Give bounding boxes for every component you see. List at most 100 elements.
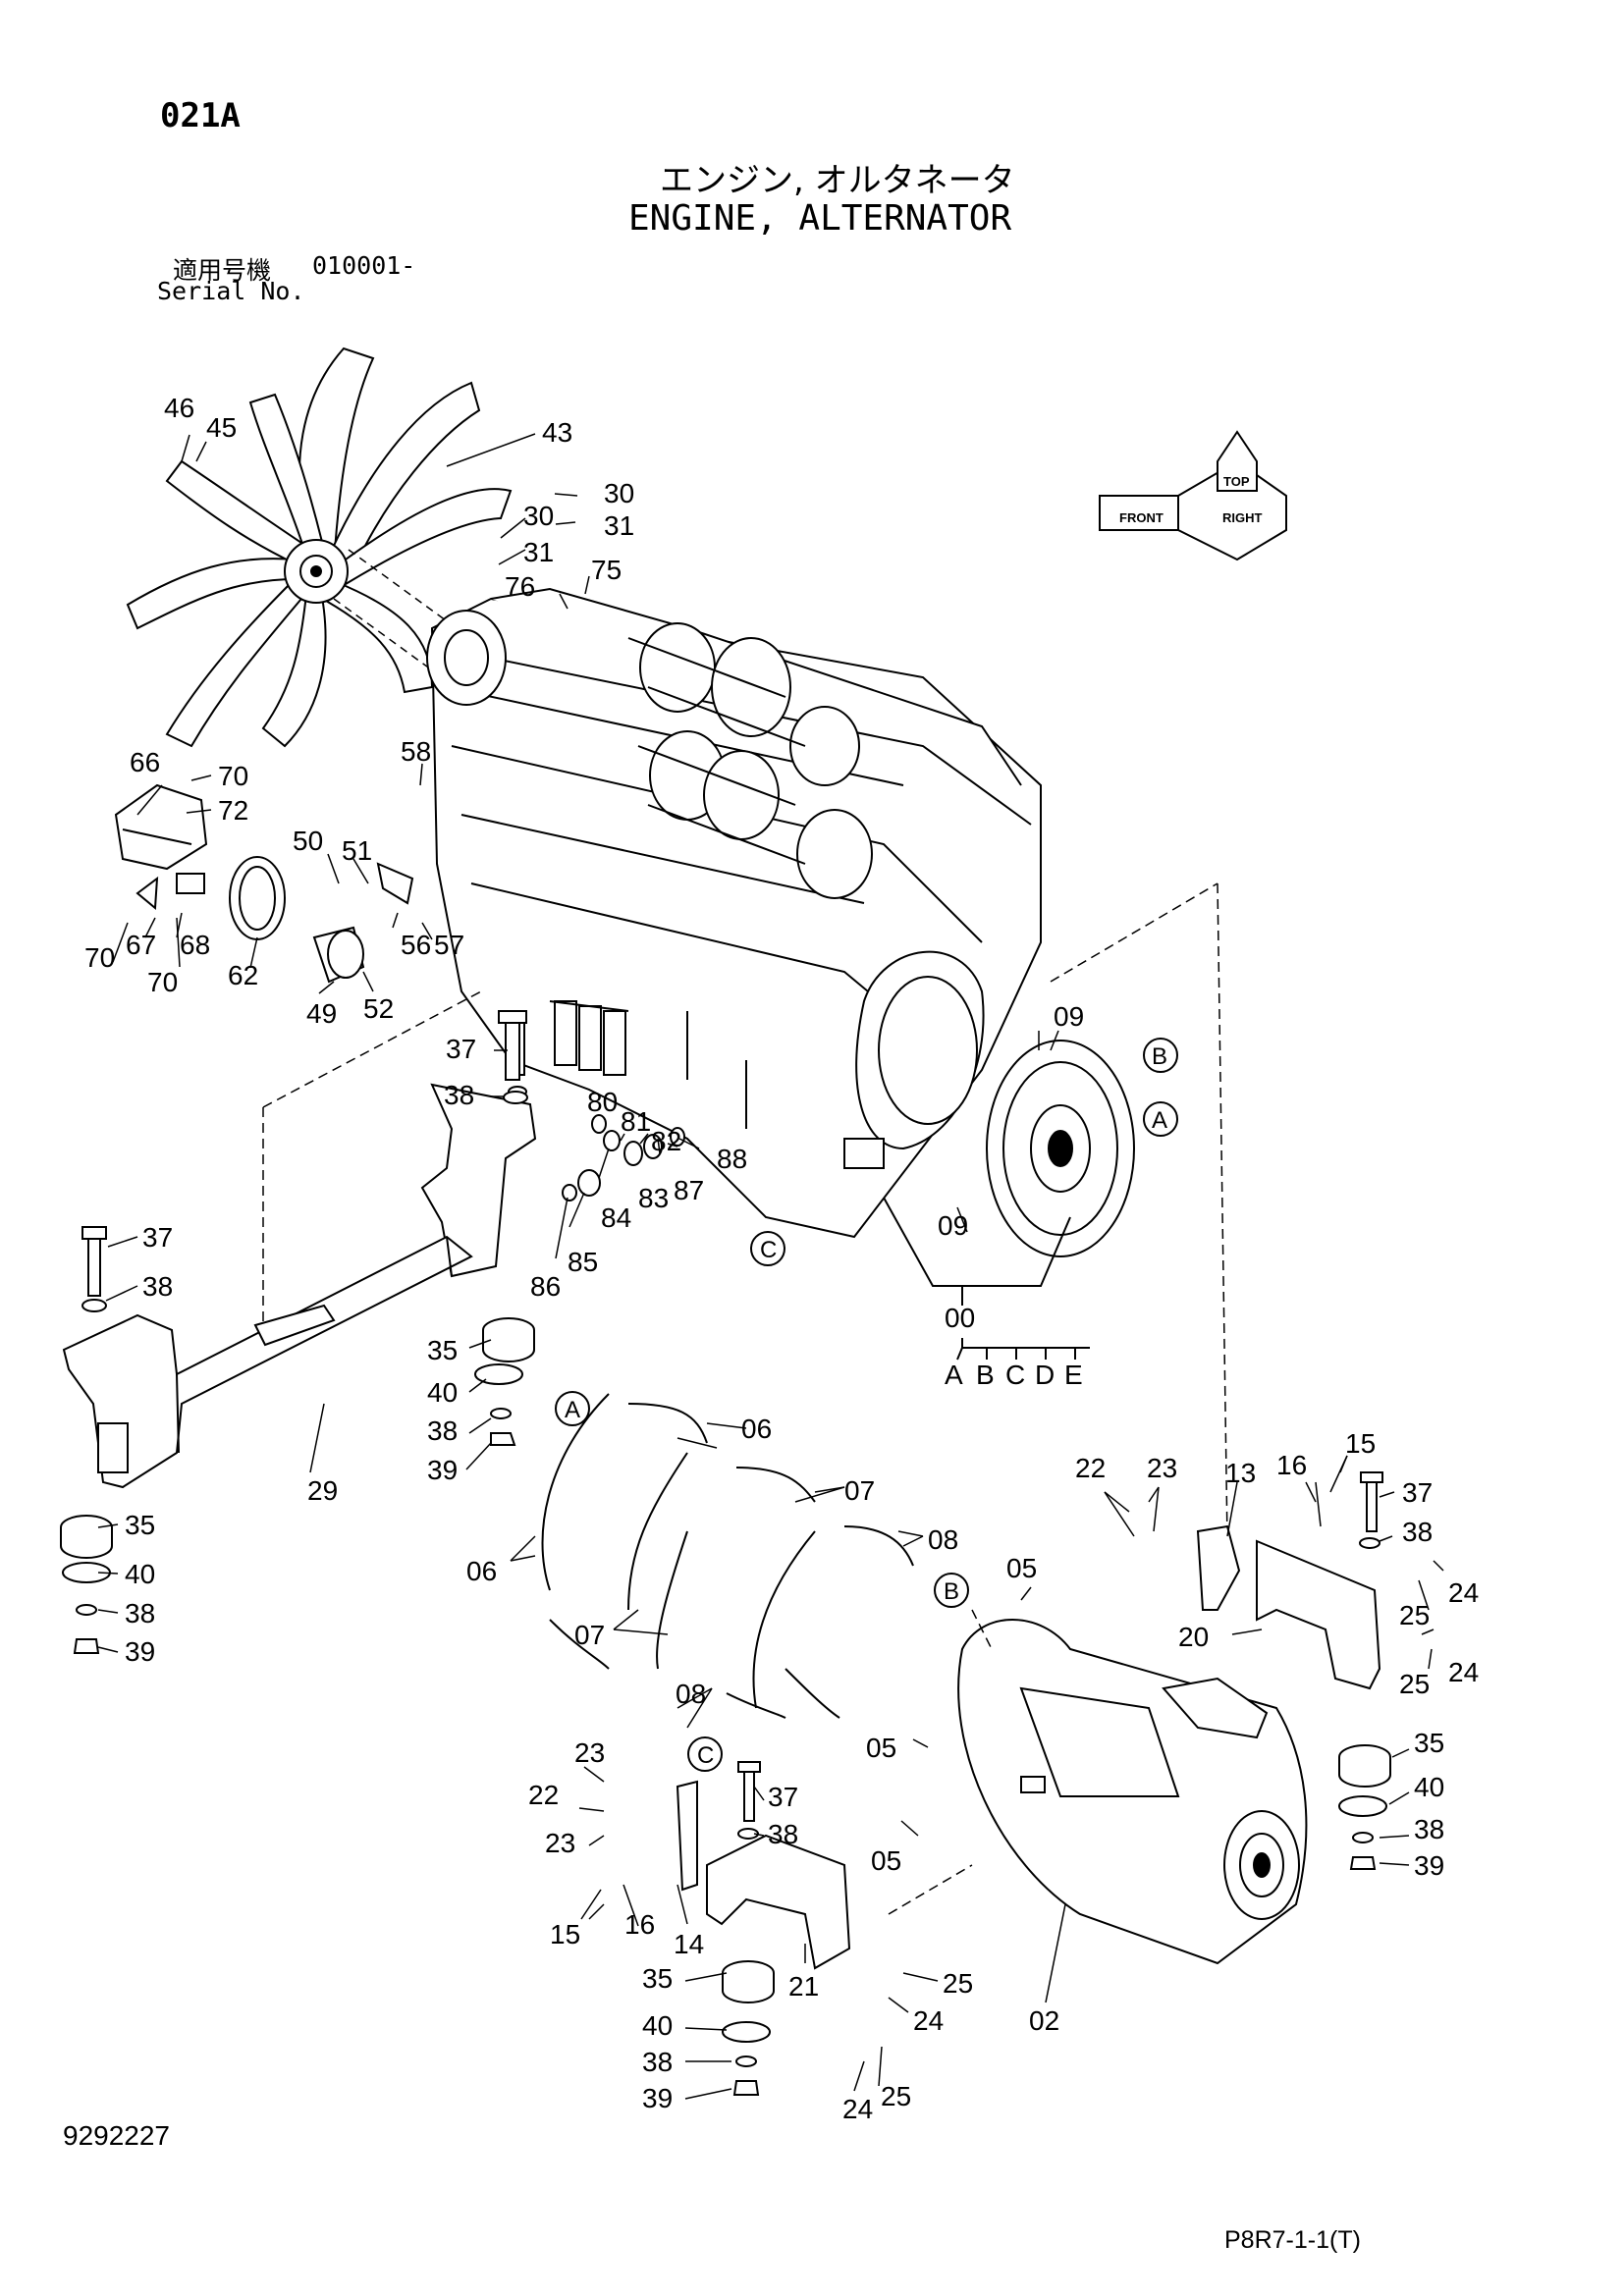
callout: 38: [427, 1415, 458, 1446]
sub-assembly-label: 00: [945, 1303, 975, 1333]
callout: 68: [180, 930, 210, 960]
svg-text:C: C: [760, 1237, 777, 1263]
callout: 57: [434, 930, 464, 960]
callout: 24: [1448, 1657, 1479, 1687]
callout: 39: [125, 1636, 155, 1667]
callout: 13: [1225, 1458, 1256, 1488]
callout: 40: [427, 1377, 458, 1408]
callout: 45: [206, 412, 237, 443]
callout: 09: [938, 1210, 968, 1241]
callout: 25: [943, 1968, 973, 1999]
callout: 38: [768, 1819, 798, 1849]
callout: 25: [1399, 1600, 1430, 1630]
document-number: 9292227: [63, 2120, 171, 2151]
callout: 46: [164, 393, 194, 423]
callout: 58: [401, 736, 431, 767]
callout: 51: [342, 835, 372, 866]
part-callouts: 46 45 43 30 30 31 31 75 76 58 66 70 72 5…: [84, 393, 1479, 2124]
svg-text:A: A: [1152, 1107, 1167, 1134]
callout: 23: [1147, 1453, 1177, 1483]
callout: 67: [126, 930, 156, 960]
leader-lines: [97, 433, 1444, 2100]
callout: 24: [1448, 1577, 1479, 1608]
callout: 70: [147, 967, 178, 997]
callout: 05: [866, 1733, 896, 1763]
serial-label: Serial No.: [157, 277, 305, 305]
callout: 37: [446, 1034, 476, 1064]
orientation-top: TOP: [1223, 474, 1250, 489]
callout: 39: [427, 1455, 458, 1485]
fan-illustration: [126, 347, 513, 748]
callout: 37: [1402, 1477, 1433, 1508]
callout: 22: [528, 1780, 559, 1810]
callout: 14: [674, 1929, 704, 1959]
callout: 40: [1414, 1772, 1444, 1802]
callout: 20: [1178, 1622, 1209, 1652]
callout: 56: [401, 930, 431, 960]
callout: 75: [591, 555, 622, 585]
alternator-mounts: [676, 1471, 1391, 2096]
callout: 37: [768, 1782, 798, 1812]
callout: 38: [1414, 1814, 1444, 1844]
callout: 52: [363, 993, 394, 1024]
air-cleaner-illustration: [114, 783, 414, 984]
callout: 08: [676, 1679, 706, 1709]
callout: 85: [568, 1247, 598, 1277]
svg-text:B: B: [944, 1578, 959, 1605]
callout: 72: [218, 795, 248, 826]
callout: 22: [1075, 1453, 1106, 1483]
callout: 29: [307, 1475, 338, 1506]
callout: 70: [84, 942, 115, 973]
callout: 06: [466, 1556, 497, 1586]
callout: 16: [624, 1909, 655, 1940]
callout: 31: [523, 537, 554, 567]
callout: 30: [604, 478, 634, 508]
callout: 24: [842, 2094, 873, 2124]
svg-text:A: A: [945, 1360, 963, 1390]
mount-hardware-left: [60, 1010, 535, 1654]
svg-text:C: C: [1005, 1360, 1025, 1390]
callout: 70: [218, 761, 248, 791]
callout: 09: [1054, 1001, 1084, 1032]
callout: 40: [642, 2010, 673, 2041]
callout: 05: [871, 1845, 901, 1876]
callout: 23: [574, 1737, 605, 1768]
callout: 39: [1414, 1850, 1444, 1881]
callout: 23: [545, 1828, 575, 1858]
serial-value: 010001-: [312, 251, 416, 280]
shim-rings: [541, 1393, 914, 1719]
engine-support-left: [62, 1083, 537, 1489]
callout: 35: [642, 1963, 673, 1994]
page-reference: P8R7-1-1(T): [1224, 2226, 1361, 2254]
callout: 38: [142, 1271, 173, 1302]
callout: 31: [604, 510, 634, 541]
callout: 08: [928, 1524, 958, 1555]
callout: 50: [293, 826, 323, 856]
callout: 15: [550, 1919, 580, 1949]
callout: 38: [125, 1598, 155, 1629]
callout: 82: [651, 1126, 681, 1156]
callout: 37: [142, 1222, 173, 1253]
svg-text:A: A: [565, 1397, 580, 1423]
callout: 38: [1402, 1517, 1433, 1547]
svg-text:E: E: [1064, 1360, 1083, 1390]
sub-assembly-bracket: [883, 1197, 1090, 1361]
callout: 83: [638, 1183, 669, 1213]
orientation-right: RIGHT: [1222, 510, 1263, 525]
callout: 40: [125, 1559, 155, 1589]
callout: 05: [1006, 1553, 1037, 1583]
orientation-front: FRONT: [1119, 510, 1164, 525]
reference-circles: [555, 1038, 1178, 1772]
callout: 30: [523, 501, 554, 531]
serial-label-japanese: 適用号機: [173, 256, 272, 285]
callout: 43: [542, 417, 572, 448]
callout: 84: [601, 1202, 631, 1233]
sub-assembly-letters: A B C D E: [945, 1360, 1083, 1390]
engine-illustration: [426, 587, 1042, 1239]
callout: 21: [788, 1971, 819, 2002]
callout: 49: [306, 998, 337, 1029]
page-code: 021A: [160, 96, 241, 135]
callout: 25: [881, 2081, 911, 2111]
alternator-illustration: [957, 1619, 1308, 1965]
